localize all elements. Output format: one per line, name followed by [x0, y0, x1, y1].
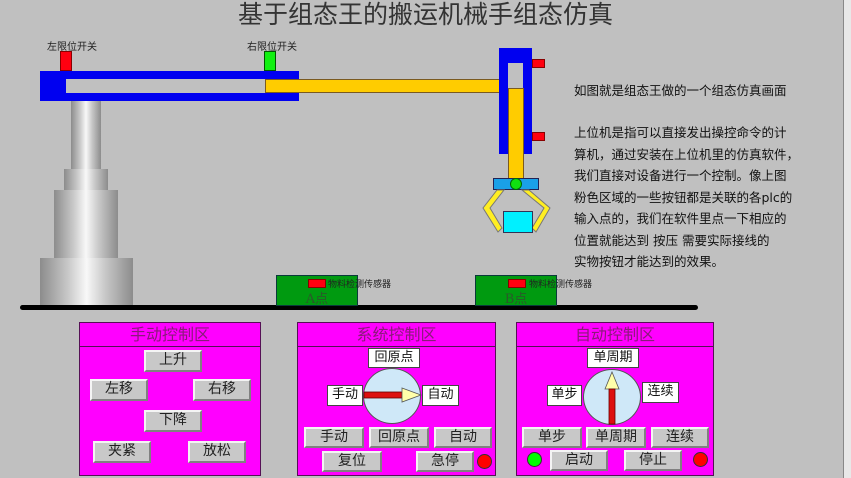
emergency-stop-lamp — [477, 454, 492, 469]
dial-label-manual: 手动 — [327, 385, 363, 406]
pillar-base — [40, 258, 133, 308]
system-panel-title: 系统控制区 — [298, 323, 495, 347]
right-limit-label: 右限位开关 — [247, 42, 297, 53]
sensor-a-indicator — [308, 279, 326, 288]
auto-dial-pointer-icon — [604, 371, 620, 425]
dial-label-auto: 自动 — [422, 385, 459, 406]
clamp-button[interactable]: 夹紧 — [93, 441, 151, 463]
stop-button[interactable]: 停止 — [624, 450, 682, 471]
stop-lamp — [693, 452, 708, 467]
start-button[interactable]: 启动 — [550, 450, 608, 471]
workpiece-block — [503, 211, 533, 233]
pillar-mid — [54, 190, 118, 258]
page-title: 基于组态王的搬运机械手组态仿真 — [237, 0, 613, 29]
station-b-label: B点 — [504, 292, 528, 307]
right-limit-switch — [264, 51, 276, 71]
auto-mode-button[interactable]: 自动 — [434, 427, 492, 448]
sensor-b-indicator — [508, 279, 526, 288]
vertical-arm-slot — [508, 63, 523, 88]
lower-limit-switch — [532, 132, 545, 141]
left-move-button[interactable]: 左移 — [90, 379, 148, 401]
station-a-label: A点 — [305, 292, 329, 307]
pillar-collar — [64, 169, 108, 190]
sensor-b-label: 物料检测传感器 — [529, 280, 593, 290]
right-move-button[interactable]: 右移 — [193, 379, 251, 401]
gripper-claws-icon — [482, 189, 551, 233]
home-button[interactable]: 回原点 — [369, 427, 429, 448]
auto-control-panel: 自动控制区 单周期 单步 连续 单步 单周期 连续 启动 停止 — [516, 322, 714, 476]
floor-line — [20, 305, 698, 310]
dial-pointer-icon — [363, 387, 423, 403]
dial-label-single-cycle: 单周期 — [587, 348, 639, 368]
release-button[interactable]: 放松 — [188, 441, 246, 463]
manual-mode-button[interactable]: 手动 — [304, 427, 364, 448]
manual-panel-title: 手动控制区 — [80, 323, 260, 347]
continuous-button[interactable]: 连续 — [651, 427, 709, 448]
description-paragraph: 上位机是指可以直接发出操控命令的计 算机，通过安装在上位机里的仿真软件， 我们直… — [574, 125, 800, 269]
single-cycle-button[interactable]: 单周期 — [586, 427, 646, 448]
dial-label-step: 单步 — [547, 385, 582, 406]
left-limit-label: 左限位开关 — [47, 42, 97, 53]
vertical-arm-rod — [508, 88, 524, 180]
horizontal-arm-rod — [265, 79, 503, 93]
start-lamp — [527, 452, 542, 467]
dial-label-continuous: 连续 — [642, 382, 679, 403]
step-button[interactable]: 单步 — [522, 427, 582, 448]
horizontal-arm-slot — [66, 79, 265, 93]
upper-limit-switch — [532, 59, 545, 68]
auto-panel-title: 自动控制区 — [517, 323, 713, 347]
reset-button[interactable]: 复位 — [322, 451, 382, 472]
gripper-pivot — [510, 178, 522, 190]
up-button[interactable]: 上升 — [144, 350, 202, 372]
window-right-edge — [843, 0, 851, 478]
sensor-a-label: 物料检测传感器 — [328, 280, 392, 290]
system-control-panel: 系统控制区 回原点 手动 自动 手动 回原点 自动 复位 急停 — [297, 322, 496, 476]
description-intro: 如图就是组态王做的一个组态仿真画面 — [574, 83, 787, 98]
dial-label-home: 回原点 — [368, 348, 420, 368]
down-button[interactable]: 下降 — [144, 410, 202, 432]
pillar-top — [71, 101, 101, 169]
emergency-stop-button[interactable]: 急停 — [416, 451, 474, 472]
manual-control-panel: 手动控制区 上升 左移 右移 下降 夹紧 放松 — [79, 322, 261, 476]
left-limit-switch — [60, 51, 72, 71]
